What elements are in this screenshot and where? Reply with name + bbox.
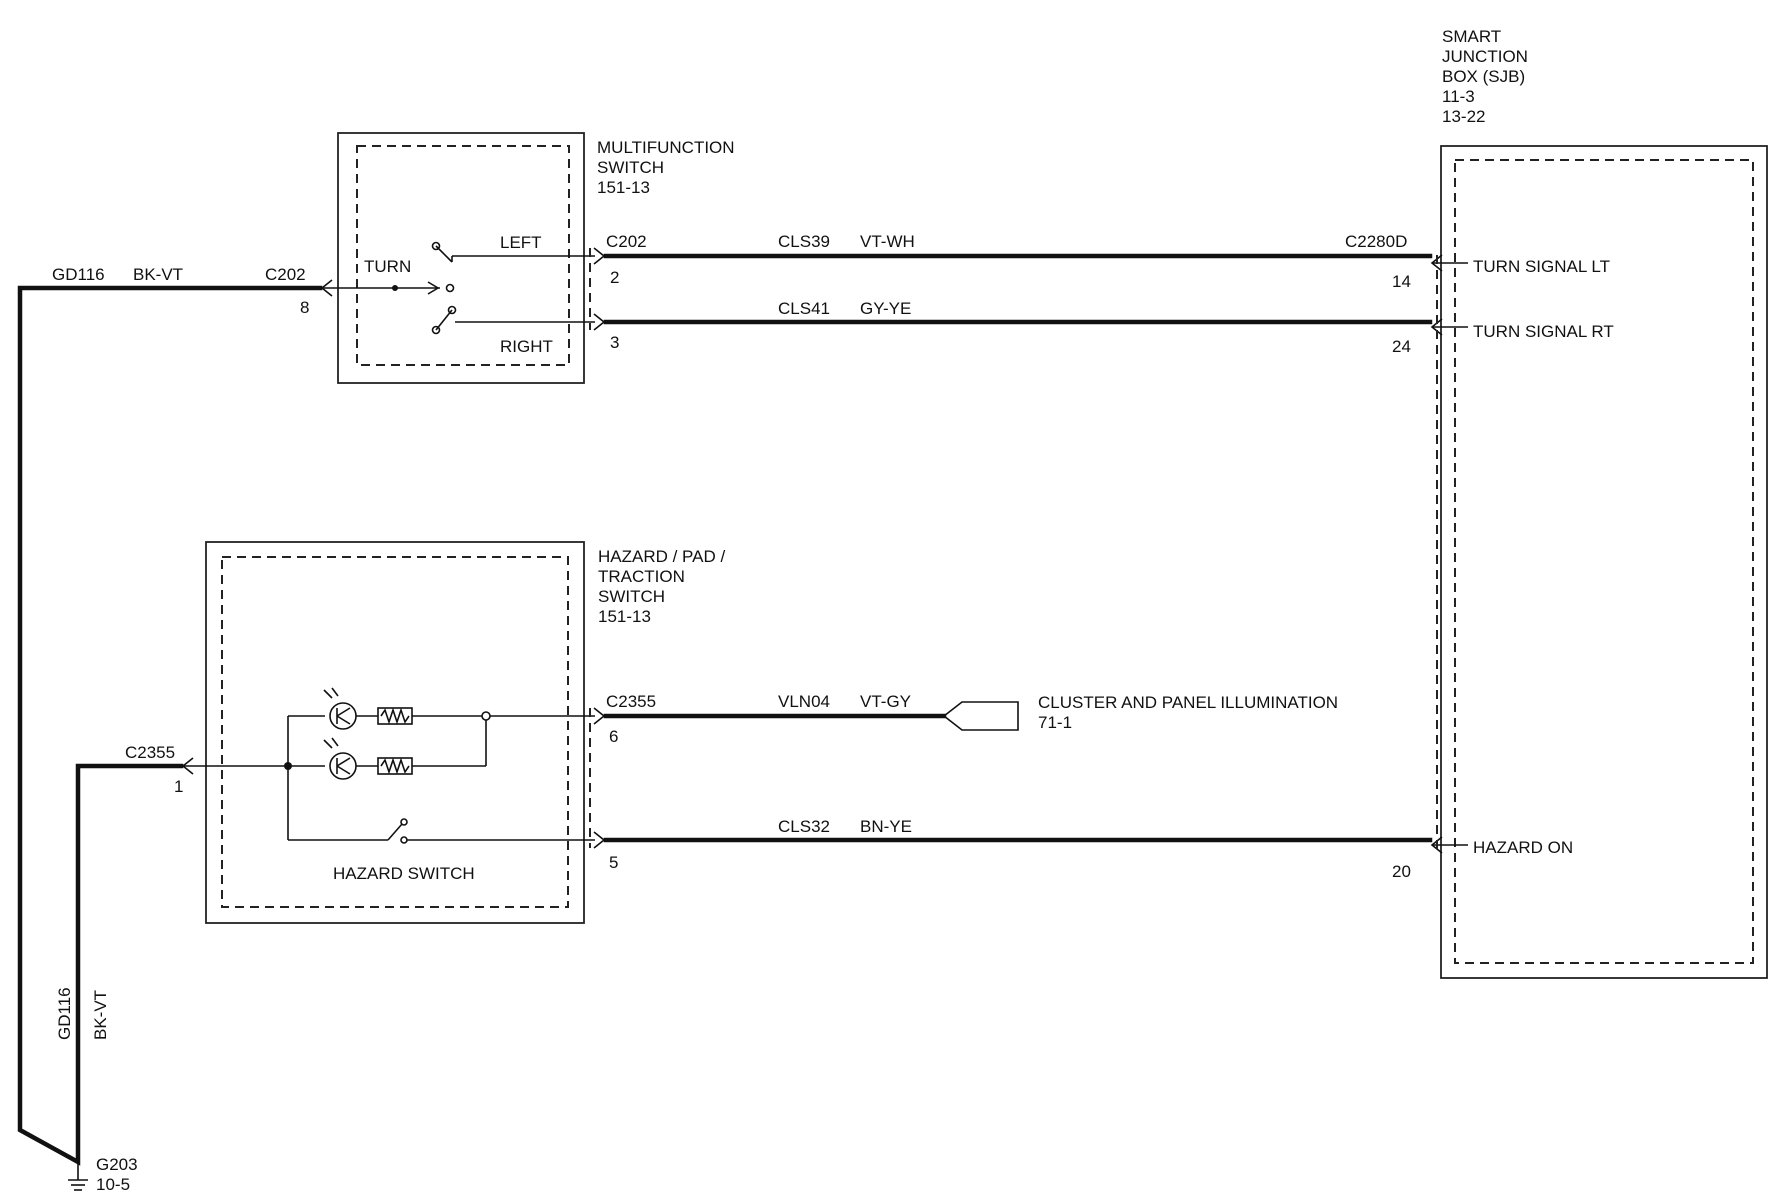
- turn-arrow-icon: [427, 281, 440, 295]
- vln04-pin: 6: [609, 727, 618, 746]
- cls32-color: BN-YE: [860, 817, 912, 836]
- cls39-circuit: CLS39: [778, 232, 830, 251]
- c2280d-pin20: 20: [1392, 862, 1411, 881]
- sjb-title-1: SMART: [1442, 27, 1501, 46]
- multifunction-switch-title-2: SWITCH: [597, 158, 664, 177]
- sjb-title-3: BOX (SJB): [1442, 67, 1525, 86]
- cls39-color: VT-WH: [860, 232, 915, 251]
- sjb-ref-1: 11-3: [1442, 87, 1475, 106]
- vln04-connector-label: C2355: [606, 692, 656, 711]
- turn-pivot-terminal: [445, 283, 455, 293]
- sjb-pin-hazard-on: HAZARD ON: [1473, 838, 1573, 857]
- cluster-connector-icon: [942, 701, 1019, 731]
- led-icon-2: [329, 752, 357, 780]
- turn-label: TURN: [364, 257, 411, 276]
- gd116-circuit: GD116: [52, 265, 105, 284]
- sjb-pin-turn-signal-rt: TURN SIGNAL RT: [1473, 322, 1614, 341]
- hazard-module-title: HAZARD / PAD /: [598, 547, 725, 566]
- hazard-module-title-2: TRACTION: [598, 567, 685, 586]
- right-contact-icon: [431, 325, 441, 335]
- ground-ref: 10-5: [96, 1175, 130, 1194]
- cls32-pin: 5: [609, 853, 618, 872]
- hazard-module-ref: 151-13: [598, 607, 651, 626]
- c2280d-pin14-connector-icon: [1430, 254, 1443, 272]
- hazard-switch-module: HAZARD / PAD / TRACTION SWITCH 151-13 HA…: [183, 541, 725, 924]
- multifunction-switch: MULTIFUNCTION SWITCH 151-13 TURN LEFT RI…: [322, 132, 735, 384]
- sjb-pin-turn-signal-lt: TURN SIGNAL LT: [1473, 257, 1610, 276]
- c2280d-pin14: 14: [1392, 272, 1411, 291]
- cls41-pin: 3: [610, 333, 619, 352]
- vln04-color: VT-GY: [860, 692, 911, 711]
- hazard-switch-label: HAZARD SWITCH: [333, 864, 475, 883]
- gd116-pin: 8: [300, 298, 309, 317]
- cluster-label: CLUSTER AND PANEL ILLUMINATION: [1038, 693, 1338, 712]
- light-ray-icon-2: [323, 737, 339, 749]
- gd116-color: BK-VT: [133, 265, 183, 284]
- cls41-color: GY-YE: [860, 299, 911, 318]
- hazard-switch-contact-icon: [400, 836, 408, 844]
- gd116-connector-label: C202: [265, 265, 306, 284]
- cls39-pin: 2: [610, 268, 619, 287]
- wire-gd116: [17, 285, 323, 1166]
- left-contact-icon: [431, 241, 441, 251]
- cls41-circuit: CLS41: [778, 299, 830, 318]
- c202-pin2-connector-icon: [593, 247, 606, 265]
- c2280d-connector-label: C2280D: [1345, 232, 1407, 251]
- left-blade: [435, 245, 453, 263]
- vln04-circuit: VLN04: [778, 692, 830, 711]
- c202-pin3-connector-icon: [593, 313, 606, 331]
- light-ray-icon-1: [323, 687, 339, 699]
- sjb-title-2: JUNCTION: [1442, 47, 1528, 66]
- ground-g203: G203 10-5: [68, 1155, 138, 1194]
- c2280d-pin20-connector-icon: [1430, 836, 1443, 854]
- gd116-vertical-color: BK-VT: [91, 990, 110, 1040]
- cls39-connector-label: C202: [606, 232, 647, 251]
- c2280d-pin24: 24: [1392, 337, 1411, 356]
- c2355-pin5-connector-icon: [593, 831, 606, 849]
- smart-junction-box: SMART JUNCTION BOX (SJB) 11-3 13-22 TURN…: [1432, 27, 1768, 979]
- illum-node: [481, 711, 491, 721]
- cluster-ref: 71-1: [1038, 713, 1072, 732]
- hazard-switch-blade: [387, 823, 403, 841]
- cls32-circuit: CLS32: [778, 817, 830, 836]
- left-label: LEFT: [500, 233, 542, 252]
- led-icon-1: [329, 702, 357, 730]
- c2355-pin1: 1: [174, 777, 183, 796]
- c2355-pin6-connector-icon: [593, 707, 606, 725]
- c2355-pin1-connector-label: C2355: [125, 743, 175, 762]
- c2280d-pin24-connector-icon: [1430, 318, 1443, 336]
- right-label: RIGHT: [500, 337, 553, 356]
- ground-label: G203: [96, 1155, 138, 1174]
- gd116-vertical-circuit: GD116: [55, 987, 74, 1040]
- sjb-ref-2: 13-22: [1442, 107, 1485, 126]
- multifunction-switch-ref: 151-13: [597, 178, 650, 197]
- hazard-module-title-3: SWITCH: [598, 587, 665, 606]
- multifunction-switch-title: MULTIFUNCTION: [597, 138, 735, 157]
